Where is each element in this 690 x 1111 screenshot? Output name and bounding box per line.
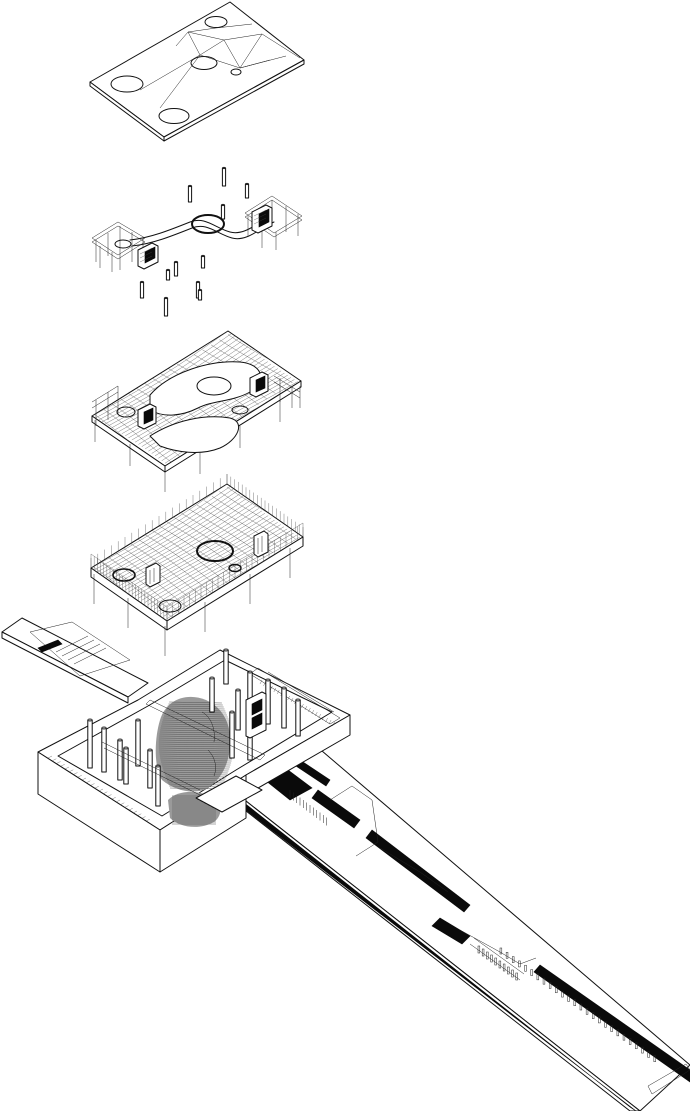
upper-floor-grid-surface	[91, 330, 302, 492]
roof-plate	[89, 1, 305, 142]
base-columns	[87, 648, 301, 807]
long-entry-ramp	[231, 744, 690, 1111]
structure-columns	[139, 166, 250, 317]
lower-floor-grid-surface	[90, 474, 304, 656]
ramp-wall-openings	[289, 790, 656, 1062]
upper-floor-posts	[94, 386, 301, 492]
perimeter-fence	[90, 474, 304, 621]
ground-floor-posts	[93, 548, 291, 656]
sunken-base-with-sculpture	[1, 617, 351, 873]
columns-and-stair-cores	[91, 166, 303, 317]
ground-floor-mesh	[91, 484, 303, 621]
sculpture-head	[158, 701, 234, 825]
